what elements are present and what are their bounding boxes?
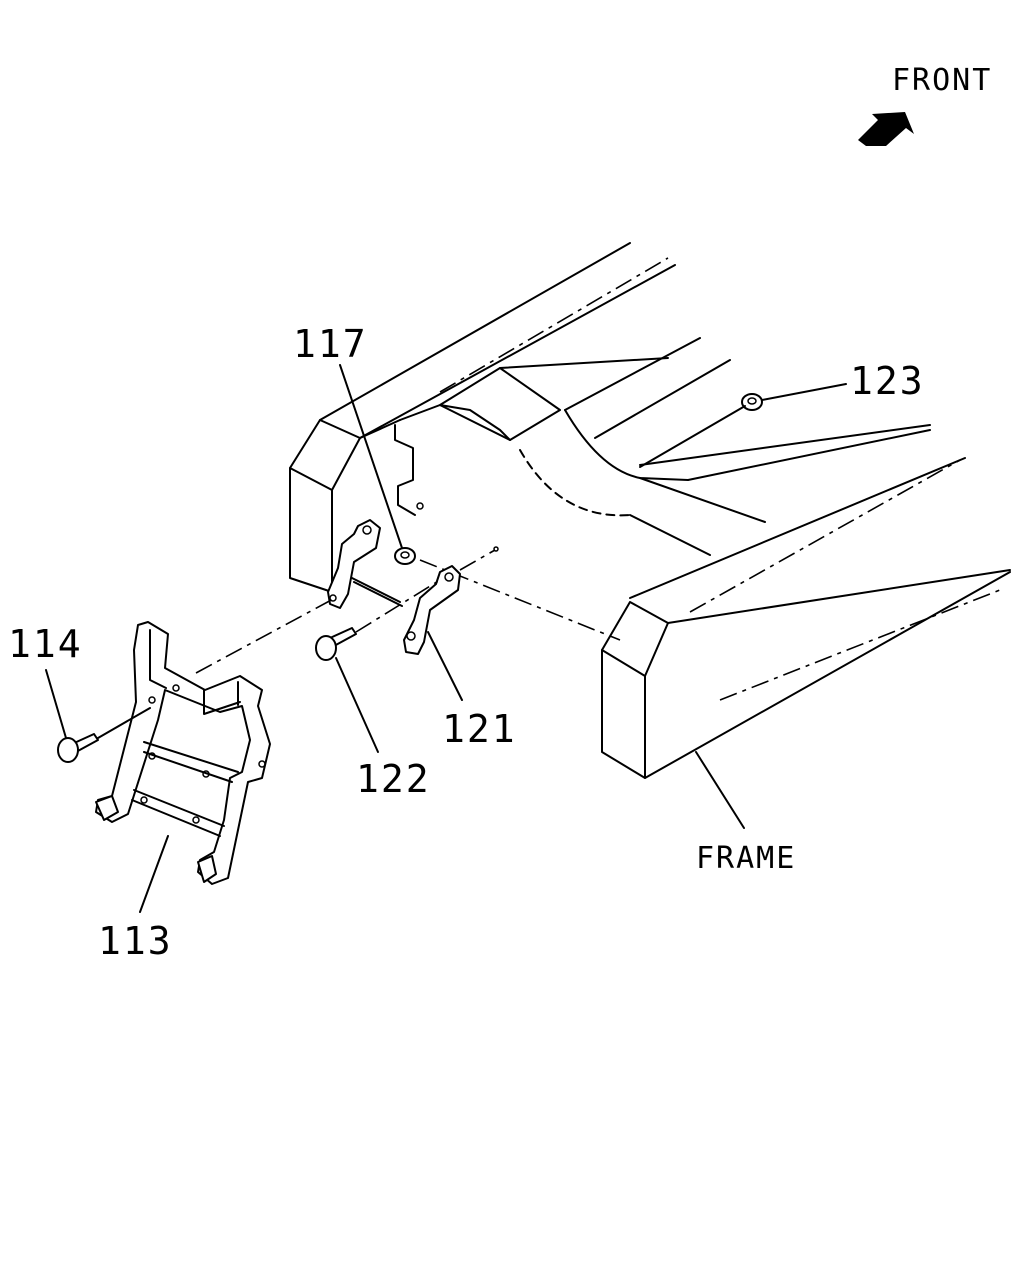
- bolt-122-icon: [315, 627, 357, 661]
- nut-123-icon: [741, 393, 763, 411]
- frame-rails: [289, 242, 1011, 779]
- part-121-bracket: [403, 565, 461, 655]
- callout-123: 123: [850, 359, 925, 403]
- part-117-bracket: [327, 519, 403, 609]
- callout-114: 114: [8, 622, 83, 666]
- part-113-bracket: [95, 621, 271, 885]
- front-arrow-icon: [858, 112, 914, 146]
- bolt-114-icon: [57, 733, 99, 763]
- front-label: FRONT: [892, 63, 992, 98]
- callout-122: 122: [356, 757, 431, 801]
- callout-117: 117: [293, 322, 368, 366]
- nut-117-icon: [394, 547, 416, 565]
- callout-113: 113: [98, 919, 173, 963]
- callout-frame: FRAME: [696, 841, 796, 876]
- callout-121: 121: [442, 707, 517, 751]
- leader-lines: [45, 364, 847, 913]
